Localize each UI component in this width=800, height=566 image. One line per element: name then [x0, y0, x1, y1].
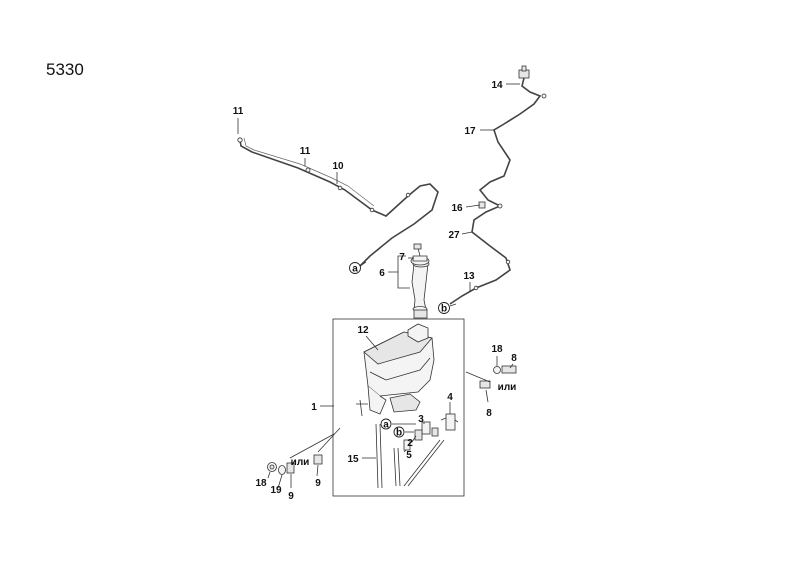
label-4: 4 [447, 392, 453, 403]
label-19: 19 [270, 485, 282, 496]
callout-a-top-label: a [352, 264, 358, 275]
bracket-5 [403, 439, 411, 451]
callout-a-bottom-label: a [383, 420, 389, 431]
label-27: 27 [448, 230, 460, 241]
label-5: 5 [406, 450, 412, 461]
label-16: 16 [451, 203, 463, 214]
label-1: 1 [311, 402, 317, 413]
label-9-left: 9 [288, 491, 294, 502]
label-12: 12 [357, 325, 369, 336]
hose-10 [237, 137, 439, 267]
or-text-right: или [498, 382, 517, 393]
label-11-top: 11 [233, 106, 244, 117]
callout-b-bottom: b [393, 426, 405, 439]
tubes-15 [375, 423, 445, 489]
part-labels: 11 11 10 6 7 14 17 16 27 13 12 1 18 8 ил… [233, 80, 518, 502]
callout-b-bottom-label: b [396, 428, 402, 439]
callout-b-top: b [438, 302, 450, 315]
hardware-left [267, 427, 341, 475]
or-text-left: или [291, 457, 310, 468]
hardware-right [465, 365, 517, 389]
label-9-right: 9 [315, 478, 321, 489]
reservoir-frame [332, 318, 465, 497]
pump-2 [414, 429, 423, 441]
cap-7 [410, 243, 430, 266]
label-3: 3 [418, 414, 424, 425]
label-17: 17 [464, 126, 476, 137]
label-18-left: 18 [255, 478, 267, 489]
label-11-second: 11 [300, 146, 311, 157]
label-10: 10 [332, 161, 344, 172]
label-8-right-top: 8 [511, 353, 517, 364]
leader-lines [237, 83, 520, 489]
label-7: 7 [399, 252, 405, 263]
label-14: 14 [491, 80, 503, 91]
label-13: 13 [463, 271, 475, 282]
callout-a-bottom: a [380, 418, 392, 431]
label-6: 6 [379, 268, 385, 279]
callout-a-top: a [349, 262, 361, 275]
label-2: 2 [407, 438, 413, 449]
pump-4 [440, 413, 459, 431]
filler-neck-6 [411, 260, 430, 319]
hose-right [449, 65, 547, 305]
label-15: 15 [347, 454, 359, 465]
pump-3 [421, 421, 439, 437]
label-18-right: 18 [491, 344, 503, 355]
reservoir-12 [356, 323, 435, 417]
diagram-number: 5330 [46, 60, 84, 79]
callout-b-top-label: b [441, 304, 447, 315]
label-8-right-bottom: 8 [486, 408, 492, 419]
